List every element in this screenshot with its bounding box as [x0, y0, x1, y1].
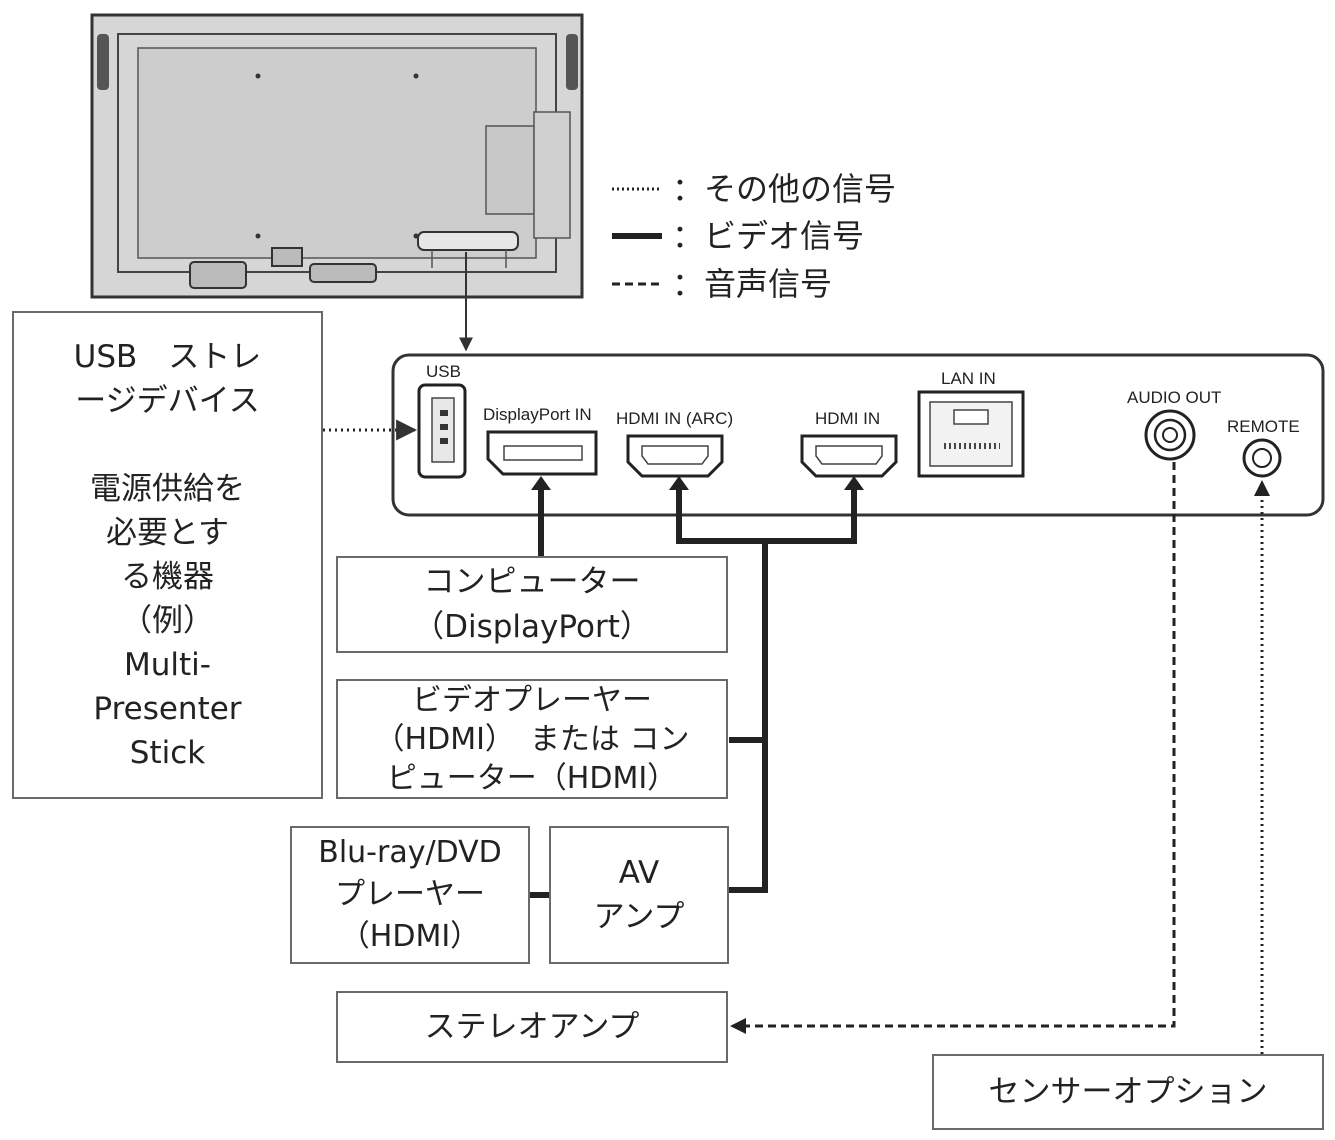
legend-video-signal: ：ビデオ信号: [672, 217, 864, 255]
usb-storage-line-9: Presenter: [93, 691, 242, 728]
stereo-amp-box: ステレオアンプ: [336, 991, 728, 1063]
connector-panel: USB DisplayPort IN HDMI IN (ARC) HDMI IN…: [391, 353, 1325, 517]
video-player-line-1: ビデオプレーヤー: [412, 682, 652, 718]
usb-storage-line-5: 必要とす: [105, 514, 230, 551]
usb-storage-line-10: Stick: [129, 735, 206, 772]
usb-storage-line-7: （例）: [121, 603, 214, 639]
stereo-amp-label: ステレオアンプ: [424, 1008, 640, 1045]
audio-out-port: [1144, 409, 1196, 461]
sensor-option-label: センサーオプション: [988, 1073, 1268, 1110]
sensor-option-box: センサーオプション: [932, 1054, 1324, 1130]
usb-port-label: USB: [426, 362, 461, 381]
video-player-line-3: ピューター（HDMI）: [386, 760, 678, 796]
video-player-line-2: （HDMI） または コン: [374, 721, 690, 757]
usb-storage-line-6: る機器: [121, 558, 214, 595]
remote-port: [1242, 438, 1282, 478]
usb-storage-line-8: Multi-: [124, 647, 211, 684]
video-player-box: ビデオプレーヤー （HDMI） または コン ピューター（HDMI）: [336, 679, 728, 799]
displayport-port: [486, 430, 598, 476]
av-amp-line-2: アンプ: [593, 899, 685, 935]
audio-arrowhead: [730, 1018, 746, 1034]
computer-dp-line-2: （DisplayPort）: [413, 608, 651, 645]
computer-dp-line-1: コンピューター: [423, 564, 641, 601]
av-amp-line-1: AV: [618, 854, 660, 891]
legend-other-signal: ：その他の信号: [672, 170, 896, 208]
bluray-line-3: （HDMI）: [339, 919, 481, 954]
lan-in-port: [917, 390, 1025, 478]
monitor-rear-illustration: [90, 13, 584, 299]
computer-displayport-box: コンピューター （DisplayPort）: [336, 556, 728, 653]
hdmi-in-label: HDMI IN: [815, 409, 880, 428]
bluray-line-2: プレーヤー: [335, 877, 485, 912]
displayport-label: DisplayPort IN: [483, 405, 592, 424]
usb-storage-line-1: USB ストレ: [73, 338, 262, 375]
usb-port: [417, 383, 467, 479]
bluray-line-1: Blu-ray/DVD: [318, 835, 502, 870]
audio-out-label: AUDIO OUT: [1127, 388, 1221, 407]
usb-storage-line-4: 電源供給を: [90, 470, 245, 507]
lan-in-label: LAN IN: [941, 369, 996, 388]
hdmi-arc-label: HDMI IN (ARC): [616, 409, 733, 428]
legend: ：その他の信号 ：ビデオ信号 ：音声信号: [612, 170, 896, 303]
hdmi-arc-port: [626, 434, 724, 478]
hdmi-in-port: [800, 434, 898, 478]
legend-audio-signal: ：音声信号: [672, 265, 832, 303]
av-amp-box: AV アンプ: [549, 826, 729, 964]
remote-arrowhead: [1254, 480, 1270, 496]
video-signal-lines: [530, 484, 857, 898]
bluray-player-box: Blu-ray/DVD プレーヤー （HDMI）: [290, 826, 530, 964]
usb-storage-line-2: ージデバイス: [75, 382, 260, 419]
video-arrowheads: [531, 476, 864, 490]
remote-label: REMOTE: [1227, 417, 1300, 436]
audio-connection-line: [740, 462, 1176, 1028]
usb-storage-box: USB ストレ ージデバイス 電源供給を 必要とす る機器 （例） Multi-…: [12, 311, 323, 799]
